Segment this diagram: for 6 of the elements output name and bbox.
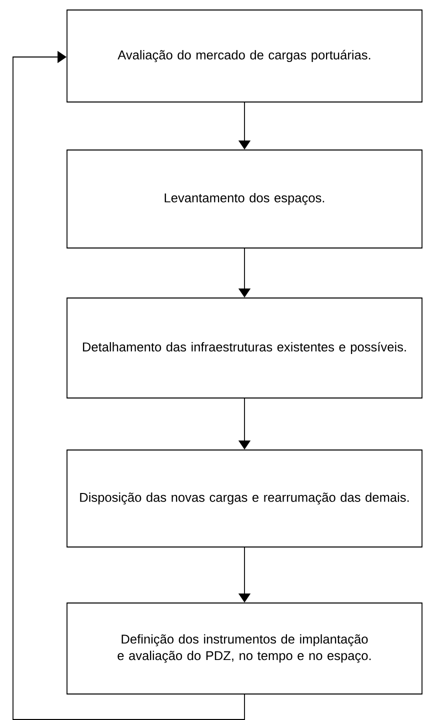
process-box: Levantamento dos espaços. [66, 150, 422, 248]
process-box: Avaliação do mercado de cargas portuárias. [66, 10, 422, 102]
arrow [12, 50, 245, 720]
process-box: Definição dos instrumentos de implantação e avaliação do PDZ, no tempo e no espaço. [66, 602, 422, 694]
process-box: Detalhamento das infraestruturas existentes e possíveis. [66, 298, 422, 398]
process-box: Disposição das novas cargas e rearrumação das demais. [66, 450, 422, 548]
